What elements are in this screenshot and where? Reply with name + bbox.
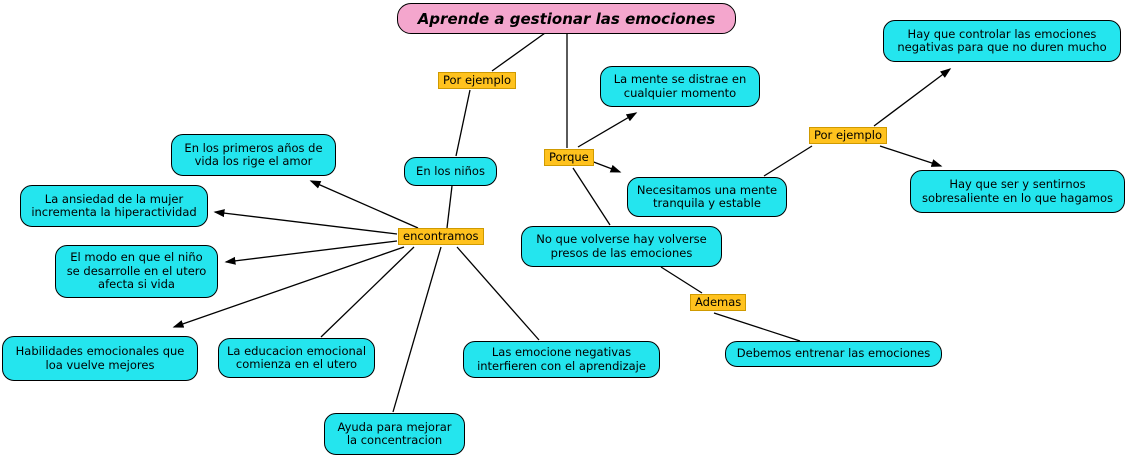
node-debemos-entrenar[interactable]: Debemos entrenar las emociones <box>725 341 942 367</box>
edge-encontramos-habilidades <box>172 246 405 328</box>
edge-porque-lamente <box>577 112 638 148</box>
edge-ninos-encontramos <box>446 185 453 229</box>
connector-label-porque[interactable]: Porque <box>544 149 594 166</box>
node-hay-que-ser[interactable]: Hay que ser y sentirnos sobresaliente en… <box>910 170 1125 213</box>
node-no-volverse-presos[interactable]: No que volverse hay volverse presos de l… <box>521 226 722 267</box>
edge-porejemplo-right-controlar <box>873 68 952 127</box>
edge-encontramos-emociones <box>456 246 540 341</box>
edge-encontramos-elmodo <box>224 240 398 265</box>
edge-title-porejemplo-left <box>491 32 546 72</box>
node-educacion-emocional[interactable]: La educacion emocional comienza en el ut… <box>218 338 375 378</box>
edge-porejemplo-left-ninos <box>455 89 471 157</box>
connector-label-por-ejemplo-left[interactable]: Por ejemplo <box>438 72 517 89</box>
node-en-los-ninos[interactable]: En los niños <box>404 157 497 186</box>
edge-porque-novolverse <box>572 167 611 226</box>
connector-label-encontramos[interactable]: encontramos <box>398 228 484 245</box>
node-ayuda-concentracion[interactable]: Ayuda para mejorar la concentracion <box>324 413 465 455</box>
node-emociones-negativas[interactable]: Las emocione negativas interfieren con e… <box>463 341 660 378</box>
node-primeros-anos[interactable]: En los primeros años de vida los rige el… <box>171 134 336 176</box>
edge-porejemplo-right-ser <box>879 145 943 167</box>
edge-novolverse-ademas <box>660 266 703 294</box>
edge-encontramos-educacion <box>320 246 415 338</box>
connector-label-ademas[interactable]: Ademas <box>690 294 747 311</box>
node-modo-nino-utero[interactable]: El modo en que el niño se desarrolle en … <box>55 245 218 298</box>
edge-encontramos-ansiedad <box>213 209 398 235</box>
edge-necesitamos-porejemplo-right <box>763 145 813 177</box>
edge-encontramos-ayuda <box>392 246 442 413</box>
node-la-mente-se-distrae[interactable]: La mente se distrae en cualquier momento <box>600 66 760 107</box>
edge-encontramos-primeros <box>309 180 419 229</box>
edge-porque-necesitamos <box>590 160 622 173</box>
node-habilidades-emocionales[interactable]: Habilidades emocionales que loa vuelve m… <box>2 336 198 381</box>
edge-ademas-debemos <box>713 312 801 342</box>
node-ansiedad-mujer[interactable]: La ansiedad de la mujer incrementa la hi… <box>20 185 208 227</box>
node-necesitamos-mente[interactable]: Necesitamos una mente tranquila y establ… <box>627 177 787 217</box>
map-title[interactable]: Aprende a gestionar las emociones <box>397 3 736 34</box>
node-hay-que-controlar[interactable]: Hay que controlar las emociones negativa… <box>883 20 1121 62</box>
connector-label-por-ejemplo-right[interactable]: Por ejemplo <box>809 127 888 144</box>
